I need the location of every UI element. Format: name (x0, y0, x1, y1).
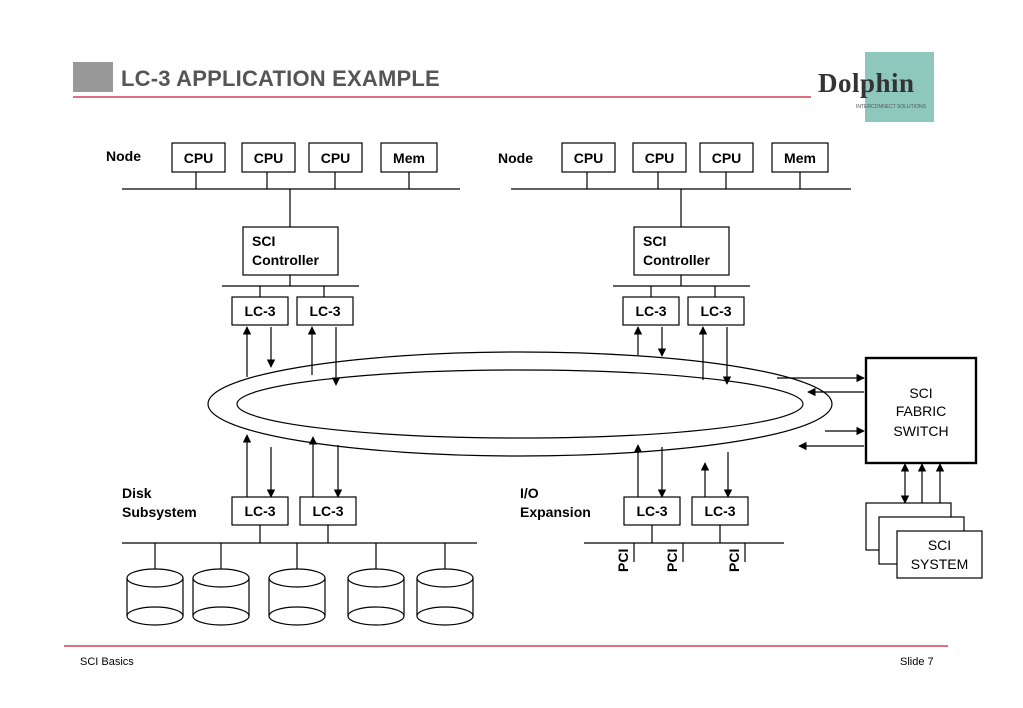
pci-slot-label: PCI (726, 549, 742, 572)
sci-controller-box (633, 226, 730, 276)
title-divider (73, 96, 811, 98)
sci-controller-label: SCI (252, 233, 275, 249)
footer-left-text: SCI Basics (80, 656, 134, 668)
sci-system-label: SYSTEM (911, 556, 969, 572)
mem-label: Mem (784, 150, 816, 166)
cpu-label: CPU (645, 150, 675, 166)
disk-subsystem-label: Subsystem (122, 504, 197, 520)
cpu-box (699, 142, 754, 173)
cpu-box (561, 142, 616, 173)
footer-divider (64, 645, 948, 647)
lc3-label: LC-3 (244, 303, 275, 319)
switch-label: SWITCH (893, 423, 948, 439)
cpu-box (241, 142, 296, 173)
lc3-label: LC-3 (312, 503, 343, 519)
lc3-label: LC-3 (309, 303, 340, 319)
logo-tagline: INTERCONNECT SOLUTIONS (856, 104, 926, 110)
lc3-box (687, 296, 745, 326)
title-accent-block (73, 62, 113, 92)
disk-subsystem-label: Disk (122, 485, 152, 501)
lc3-box (296, 296, 354, 326)
sci-fabric-switch-box (864, 356, 978, 465)
lc3-label: LC-3 (704, 503, 735, 519)
sci-system-box (896, 530, 983, 579)
logo-text: Dolphin (818, 68, 915, 98)
sci-controller-label: Controller (252, 252, 319, 268)
cpu-label: CPU (574, 150, 604, 166)
lc3-label: LC-3 (700, 303, 731, 319)
mem-label: Mem (393, 150, 425, 166)
lc3-label: LC-3 (636, 503, 667, 519)
disk-icon (126, 568, 184, 626)
cpu-label: CPU (712, 150, 742, 166)
cpu-box (632, 142, 687, 173)
switch-label: SCI (909, 385, 932, 401)
switch-label: FABRIC (896, 403, 947, 419)
sci-controller-label: Controller (643, 252, 710, 268)
cpu-label: CPU (321, 150, 351, 166)
node-label: Node (498, 150, 533, 166)
lc3-box (231, 296, 289, 326)
sci-system-label: SCI (928, 537, 951, 553)
sci-controller-box (242, 226, 339, 276)
lc3-label: LC-3 (635, 303, 666, 319)
disk-icon (347, 568, 405, 626)
cpu-label: CPU (184, 150, 214, 166)
disk-icon (268, 568, 326, 626)
mem-box (380, 142, 438, 173)
slide-number: Slide 7 (900, 656, 934, 668)
io-expansion-label: Expansion (520, 504, 591, 520)
node-label: Node (106, 148, 141, 164)
lc3-label: LC-3 (244, 503, 275, 519)
sci-controller-label: SCI (643, 233, 666, 249)
cpu-box (308, 142, 363, 173)
pci-slot-label: PCI (615, 549, 631, 572)
slide-title: LC-3 APPLICATION EXAMPLE (121, 66, 440, 91)
lc3-box (622, 296, 680, 326)
lc3-box (691, 496, 749, 526)
disk-icon (192, 568, 250, 626)
disk-icon (416, 568, 474, 626)
cpu-label: CPU (254, 150, 284, 166)
sci-ring-inner (236, 369, 804, 439)
sci-ring-outer (207, 351, 833, 457)
io-expansion-label: I/O (520, 485, 539, 501)
cpu-box (171, 142, 226, 173)
logo-dolphin-icon (865, 52, 934, 122)
pci-slot-label: PCI (664, 549, 680, 572)
